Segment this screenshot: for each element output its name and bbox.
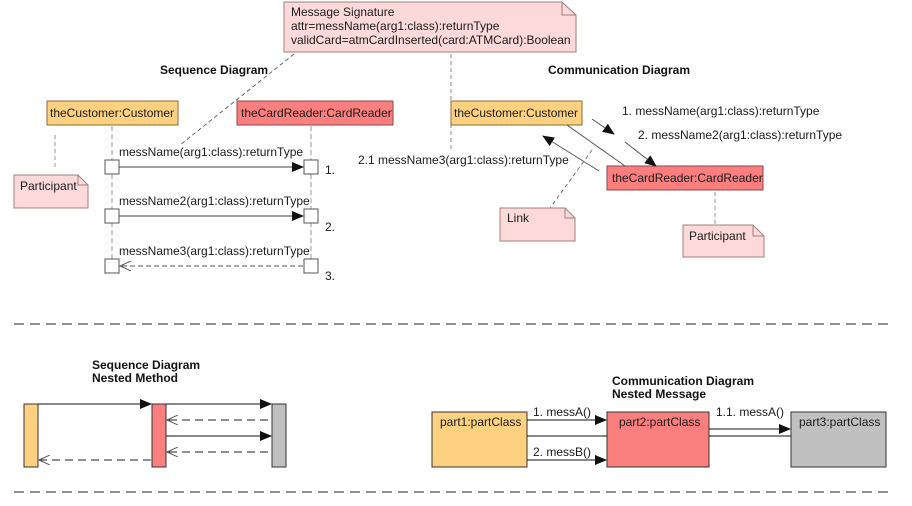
nested-seq-activation-2[interactable] (151, 403, 167, 468)
comm-participant-note-label: Participant (689, 229, 746, 243)
comm-link-note: Link (499, 207, 576, 242)
comm-cardreader-object[interactable] (606, 165, 764, 191)
seq-message-2[interactable]: messName2(arg1:class):returnType 2. (104, 194, 335, 234)
nested-comm-part3[interactable] (790, 411, 887, 468)
seq-message-3[interactable]: messName3(arg1:class):returnType 3. (104, 244, 335, 283)
comm-msg2-label: 2. messName2(arg1:class):returnType (638, 128, 842, 142)
seq-activation (104, 159, 120, 175)
comm-customer-label: theCustomer:Customer (454, 106, 578, 120)
comm-link[interactable] (566, 124, 626, 167)
seq-message-1-number: 1. (325, 163, 335, 177)
nested-comm-part2-label: part2:partClass (619, 415, 700, 429)
comm-msg3-arrow (542, 135, 600, 172)
seq-customer-lifeline-head[interactable] (46, 100, 179, 126)
comm-msg2-arrow (624, 141, 657, 167)
comm-link-note-label: Link (507, 211, 530, 225)
seq-activation (303, 258, 319, 274)
seq-customer-label: theCustomer:Customer (50, 106, 174, 120)
seq-cardreader-lifeline-head[interactable] (236, 100, 394, 126)
nested-comm-msgA-nested-label: 1.1. messA() (716, 405, 784, 419)
seq-message-3-label: messName3(arg1:class):returnType (119, 244, 310, 258)
seq-message-2-label: messName2(arg1:class):returnType (119, 194, 310, 208)
nested-comm-part2[interactable] (606, 411, 710, 468)
seq-activation (104, 208, 120, 224)
nested-seq-title-1: Sequence Diagram (92, 358, 200, 372)
sequence-diagram-title: Sequence Diagram (160, 63, 268, 77)
seq-message-3-number: 3. (325, 269, 335, 283)
nested-seq-activation-1[interactable] (23, 403, 39, 468)
seq-participant-note-label: Participant (20, 179, 77, 193)
comm-msg3-label: 2.1 messName3(arg1:class):returnType (358, 153, 569, 167)
nested-seq-activation-3[interactable] (271, 403, 287, 468)
seq-participant-note: Participant (13, 174, 89, 209)
nested-seq-title-2: Nested Method (92, 371, 178, 385)
seq-activation (303, 208, 319, 224)
communication-diagram-title: Communication Diagram (548, 63, 690, 77)
comm-msg1-arrow (591, 118, 615, 135)
message-signature-note: Message Signature attr=messName(arg1:cla… (283, 1, 577, 53)
seq-message-2-number: 2. (325, 220, 335, 234)
seq-message-1-label: messName(arg1:class):returnType (119, 145, 303, 159)
nested-comm-title-2: Nested Message (612, 387, 706, 401)
nested-comm-part3-label: part3:partClass (799, 415, 880, 429)
comm-cardreader-label: theCardReader:CardReader (612, 171, 763, 185)
nested-comm-part1[interactable] (431, 411, 528, 468)
nested-comm-part1-label: part1:partClass (440, 415, 521, 429)
seq-activation (303, 159, 319, 175)
comm-customer-object[interactable] (450, 100, 583, 126)
nested-comm-msgB-label: 2. messB() (533, 445, 591, 459)
note-signature-line1: Message Signature (291, 5, 395, 19)
nested-comm-title-1: Communication Diagram (612, 374, 754, 388)
comm-msg1-label: 1. messName(arg1:class):returnType (622, 104, 820, 118)
seq-message-1[interactable]: messName(arg1:class):returnType 1. (104, 145, 335, 177)
comm-participant-note: Participant (682, 224, 765, 258)
note-signature-line2: attr=messName(arg1:class):returnType (291, 19, 500, 33)
seq-activation (104, 258, 120, 274)
note-signature-line3: validCard=atmCardInserted(card:ATMCard):… (291, 33, 571, 47)
seq-cardreader-label: theCardReader:CardReader (241, 106, 392, 120)
link-note-anchor (549, 149, 593, 209)
nested-comm-msgA-label: 1. messA() (533, 405, 591, 419)
note-anchor-seq (179, 53, 295, 146)
